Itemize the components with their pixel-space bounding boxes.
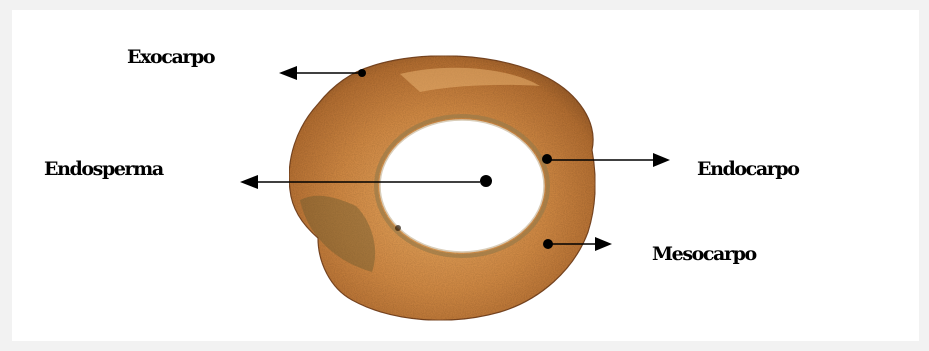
label-exocarpo: Exocarpo xyxy=(127,48,214,67)
pointer-exocarpo-dot xyxy=(358,69,366,77)
pointer-mesocarpo-dot xyxy=(543,239,553,249)
pointer-exocarpo-arrowhead xyxy=(279,66,297,80)
pointer-endocarpo-arrowhead xyxy=(653,153,670,167)
tissue-mark xyxy=(395,225,401,231)
label-endocarpo: Endocarpo xyxy=(697,160,799,179)
pointer-mesocarpo-arrowhead xyxy=(595,237,612,251)
endosperm-cavity xyxy=(380,120,544,252)
pointer-endocarpo-dot xyxy=(542,154,552,164)
pointer-endosperma-dot xyxy=(480,175,492,187)
label-endosperma: Endosperma xyxy=(44,160,163,179)
label-mesocarpo: Mesocarpo xyxy=(652,245,756,264)
pointer-endosperma-arrowhead xyxy=(240,175,258,189)
